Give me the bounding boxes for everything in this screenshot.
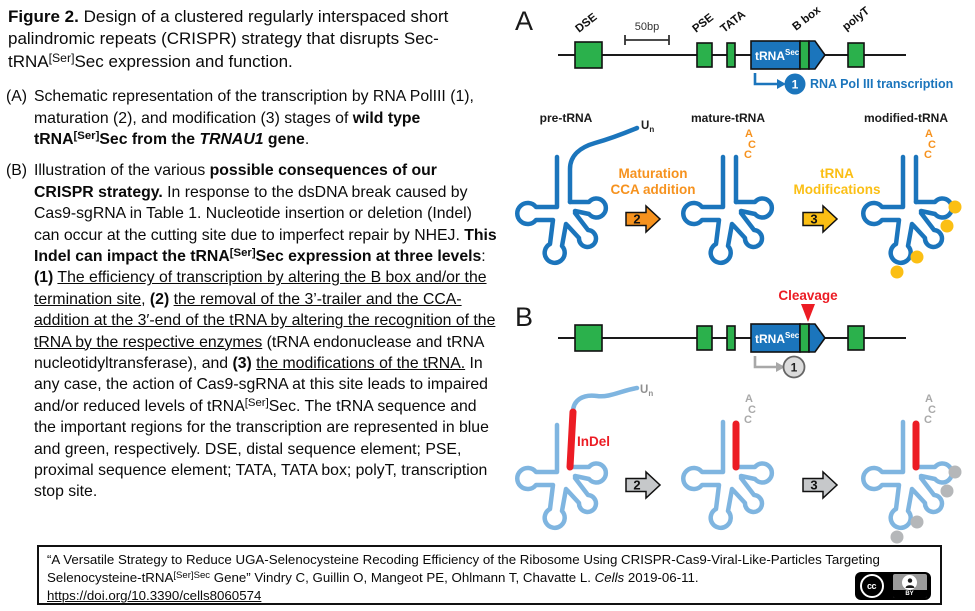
svg-text:C: C bbox=[748, 139, 756, 151]
doi-link[interactable]: https://doi.org/10.3390/cells8060574 bbox=[47, 588, 262, 604]
trna-cloverleaf-modified-a bbox=[861, 154, 962, 279]
pol3-transcription-label: RNA Pol III transcription bbox=[810, 77, 953, 91]
cleavage-label: Cleavage bbox=[778, 288, 838, 303]
diagram-panel: A DSE 50bp PSE TATA tRNASec B box polyT … bbox=[515, 4, 962, 544]
scale-bar-label: 50bp bbox=[635, 21, 659, 33]
bbox-stripe bbox=[799, 40, 810, 70]
cleavage-marker bbox=[801, 304, 815, 322]
trna-cloverleaf-modified-b bbox=[861, 419, 962, 544]
dse-label: DSE bbox=[573, 11, 599, 35]
svg-text:A: A bbox=[925, 393, 933, 405]
step-1-badge-gray bbox=[782, 355, 806, 379]
gene-schematic-b: tRNASec Cleavage 1 bbox=[558, 288, 906, 379]
polyt-box bbox=[847, 42, 865, 68]
svg-text:C: C bbox=[924, 414, 932, 426]
panel-a-label: A bbox=[515, 6, 533, 36]
indel-segment bbox=[566, 408, 577, 471]
cc-by-attribution-icon: BY bbox=[892, 574, 927, 598]
panel-b-label: B bbox=[515, 302, 533, 332]
step-3-arrow-a: 3 bbox=[802, 204, 839, 234]
trna-cloverleaf-mature-b bbox=[681, 419, 775, 531]
scale-bar bbox=[624, 35, 670, 45]
item-a-text: Schematic representation of the transcri… bbox=[34, 88, 474, 149]
svg-text:C: C bbox=[748, 404, 756, 416]
modifications-label-line1: tRNA bbox=[820, 166, 854, 181]
svg-text:A: A bbox=[745, 393, 753, 405]
figure-caption: Figure 2. Design of a clustered regularl… bbox=[6, 6, 498, 513]
cca-end-mature-b: A C C bbox=[744, 393, 756, 426]
dse-box bbox=[574, 41, 603, 69]
caption-item-b: (B) Illustration of the various possible… bbox=[6, 160, 498, 502]
svg-text:C: C bbox=[928, 139, 936, 151]
maturation-label-line2: CCA addition bbox=[611, 182, 696, 197]
citation-text: “A Versatile Strategy to Reduce UGA-Sele… bbox=[47, 552, 880, 586]
cca-end-modified-a: A C C bbox=[924, 128, 936, 161]
pse-box bbox=[696, 325, 713, 351]
un-tail-label-a: Un bbox=[641, 120, 654, 134]
gene-arrow-tip bbox=[808, 323, 826, 353]
svg-text:1: 1 bbox=[792, 78, 799, 92]
cc-by-badge: cc BY bbox=[855, 572, 931, 600]
modification-dots-gray bbox=[890, 465, 962, 544]
trna-cloverleaf-mature-a bbox=[681, 154, 775, 266]
cc-icon: cc bbox=[859, 574, 884, 598]
figure-title: Figure 2. Design of a clustered regularl… bbox=[8, 7, 449, 71]
svg-text:3: 3 bbox=[810, 212, 817, 227]
svg-text:2: 2 bbox=[633, 212, 640, 227]
modified-trna-label: modified-tRNA bbox=[864, 111, 948, 125]
pse-label: PSE bbox=[690, 12, 716, 36]
pre-trna-label: pre-tRNA bbox=[540, 111, 593, 125]
svg-text:1: 1 bbox=[791, 361, 798, 375]
citation-box: “A Versatile Strategy to Reduce UGA-Sele… bbox=[37, 545, 942, 605]
modification-dots bbox=[890, 200, 962, 279]
svg-text:3: 3 bbox=[810, 478, 817, 493]
item-b-text: Illustration of the various possible con… bbox=[34, 162, 497, 501]
modifications-label-line2: Modifications bbox=[794, 182, 881, 197]
step-3-arrow-b: 3 bbox=[802, 470, 839, 500]
svg-text:tRNASec: tRNASec bbox=[755, 331, 800, 346]
svg-text:C: C bbox=[744, 414, 752, 426]
polyt-label: polyT bbox=[840, 5, 872, 33]
gene-schematic-a: DSE 50bp PSE TATA tRNASec B box polyT 1 … bbox=[558, 4, 953, 95]
caption-item-a: (A) Schematic representation of the tran… bbox=[6, 86, 498, 150]
svg-text:C: C bbox=[924, 149, 932, 161]
transcription-start-arrow bbox=[753, 73, 777, 86]
indel-label: InDel bbox=[577, 434, 610, 449]
cca-end-modified-b: A C C bbox=[924, 393, 936, 426]
svg-text:A: A bbox=[745, 128, 753, 140]
dse-box bbox=[574, 324, 603, 352]
step-2-arrow-b: 2 bbox=[625, 470, 662, 500]
maturation-label-line1: Maturation bbox=[619, 166, 688, 181]
pre-trna-trailer bbox=[567, 125, 640, 205]
svg-text:tRNASec: tRNASec bbox=[755, 48, 800, 63]
pse-box bbox=[696, 42, 713, 68]
trna-cloverleaf-pre-a bbox=[515, 125, 640, 266]
tata-box bbox=[726, 325, 736, 351]
pre-trna-trailer bbox=[570, 385, 640, 415]
tata-label: TATA bbox=[718, 9, 748, 36]
step-2-arrow-a: 2 bbox=[625, 204, 662, 234]
trna-gene-box bbox=[750, 40, 801, 70]
bbox-label: B box bbox=[790, 4, 823, 33]
item-b-marker: (B) bbox=[6, 162, 28, 180]
tata-box bbox=[726, 42, 736, 68]
un-tail-label-b: Un bbox=[640, 384, 653, 398]
trna-gene-box bbox=[750, 323, 801, 353]
cca-end-mature-a: A C C bbox=[744, 128, 756, 161]
svg-text:C: C bbox=[744, 149, 752, 161]
bbox-stripe bbox=[799, 323, 810, 353]
svg-text:2: 2 bbox=[633, 478, 640, 493]
transcription-start-arrow-gray bbox=[753, 356, 776, 369]
step-1-badge bbox=[784, 73, 806, 95]
mature-trna-label: mature-tRNA bbox=[691, 111, 765, 125]
polyt-box bbox=[847, 325, 865, 351]
gene-arrow-tip bbox=[808, 40, 826, 70]
item-a-marker: (A) bbox=[6, 88, 28, 106]
trna-cloverleaf-pre-b bbox=[515, 385, 640, 531]
svg-text:C: C bbox=[928, 404, 936, 416]
svg-text:A: A bbox=[925, 128, 933, 140]
